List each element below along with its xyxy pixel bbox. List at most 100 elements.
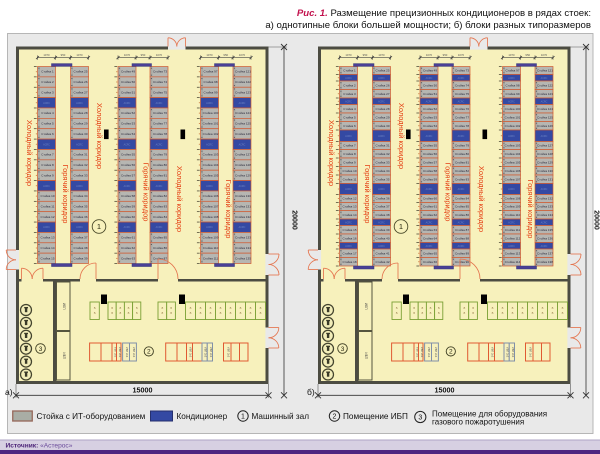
svg-text:Стойка 50: Стойка 50 (423, 83, 437, 87)
svg-text:б: б (230, 311, 232, 315)
svg-text:Стойка 123: Стойка 123 (537, 92, 553, 96)
svg-text:б: б (522, 311, 524, 315)
svg-text:Стойка 27: Стойка 27 (375, 92, 389, 96)
svg-text:Стойка 40: Стойка 40 (375, 236, 389, 240)
svg-text:ACRC: ACRC (345, 77, 352, 80)
svg-text:Стойка 38: Стойка 38 (375, 213, 389, 217)
svg-text:Стойка 109: Стойка 109 (203, 236, 219, 240)
svg-text:Стойка 78: Стойка 78 (153, 132, 167, 136)
svg-text:б: б (128, 306, 130, 310)
svg-text:Стойка 36: Стойка 36 (375, 197, 389, 201)
svg-text:б: б (396, 311, 398, 315)
svg-text:ACRC: ACRC (345, 100, 352, 103)
svg-text:Стойка 38: Стойка 38 (73, 246, 87, 250)
svg-text:ИБП 2x3: ИБП 2x3 (506, 347, 510, 358)
svg-text:Стойка 99: Стойка 99 (505, 92, 519, 96)
svg-text:1: 1 (97, 222, 101, 231)
svg-text:Стойка 3: Стойка 3 (41, 90, 54, 94)
svg-text:б: б (542, 306, 544, 310)
svg-text:Стойка 52: Стойка 52 (121, 111, 135, 115)
svg-text:1070: 1070 (124, 53, 131, 57)
svg-text:Стойка 60: Стойка 60 (423, 197, 437, 201)
svg-text:1070: 1070 (508, 53, 515, 57)
svg-text:б: б (463, 311, 465, 315)
svg-text:Стойка 28: Стойка 28 (73, 111, 87, 115)
svg-text:Стойка 82: Стойка 82 (455, 169, 469, 173)
svg-text:а): а) (5, 387, 13, 397)
svg-text:ACRC: ACRC (458, 188, 465, 191)
svg-text:Стойка 83: Стойка 83 (455, 177, 469, 181)
svg-text:Стойка 33: Стойка 33 (375, 160, 389, 164)
svg-text:Стойка 100: Стойка 100 (203, 111, 219, 115)
svg-text:б: б (502, 311, 504, 315)
svg-text:б: б (260, 306, 262, 310)
svg-text:ACRC: ACRC (458, 245, 465, 248)
svg-text:ACRC: ACRC (156, 226, 163, 229)
svg-text:б: б (119, 311, 121, 315)
svg-text:Машинный зал: Машинный зал (252, 412, 310, 421)
svg-text:Стойка 55: Стойка 55 (121, 153, 135, 157)
svg-text:Стойка 85: Стойка 85 (455, 205, 469, 209)
svg-text:б: б (250, 311, 252, 315)
svg-text:Стойка 36: Стойка 36 (73, 215, 87, 219)
svg-text:ACRC: ACRC (124, 185, 131, 188)
svg-text:Стойка 66: Стойка 66 (423, 260, 437, 264)
svg-text:б: б (240, 306, 242, 310)
svg-text:Стойка 58: Стойка 58 (121, 194, 135, 198)
svg-text:Стойка 128: Стойка 128 (235, 163, 251, 167)
svg-text:Стойка 53: Стойка 53 (423, 115, 437, 119)
svg-text:ACRC: ACRC (541, 135, 548, 138)
svg-text:950: 950 (223, 53, 228, 57)
svg-text:б): б) (307, 387, 315, 397)
svg-text:б: б (522, 306, 524, 310)
svg-text:б: б (472, 306, 474, 310)
svg-text:Стойка 99: Стойка 99 (203, 90, 217, 94)
svg-text:Стойка 124: Стойка 124 (235, 111, 251, 115)
svg-text:Стойка 108: Стойка 108 (203, 215, 219, 219)
svg-text:Стойка 131: Стойка 131 (235, 205, 251, 209)
svg-text:ACRC: ACRC (458, 135, 465, 138)
svg-text:б: б (161, 311, 163, 315)
svg-text:Стойка 56: Стойка 56 (121, 163, 135, 167)
svg-text:Стойка 106: Стойка 106 (505, 169, 521, 173)
svg-text:ACRC: ACRC (239, 143, 246, 146)
svg-text:ACRC: ACRC (508, 100, 515, 103)
svg-text:б: б (430, 306, 432, 310)
svg-text:Стойка 51: Стойка 51 (423, 92, 437, 96)
svg-text:Стойка 121: Стойка 121 (235, 70, 251, 74)
svg-text:ACRC: ACRC (378, 100, 385, 103)
svg-text:Стойка 54: Стойка 54 (423, 124, 437, 128)
svg-text:Стойка с ИТ-оборудованием: Стойка с ИТ-оборудованием (37, 412, 146, 421)
svg-text:1070: 1070 (458, 53, 465, 57)
svg-text:3: 3 (341, 346, 345, 353)
svg-text:Стойка 1: Стойка 1 (343, 69, 356, 73)
svg-text:Стойка 54: Стойка 54 (121, 132, 135, 136)
svg-text:ИБП 2x3: ИБП 2x3 (491, 347, 495, 358)
svg-text:Стойка 2: Стойка 2 (343, 83, 356, 87)
svg-text:Стойка 57: Стойка 57 (121, 173, 135, 177)
svg-text:б: б (463, 306, 465, 310)
svg-text:ACRC: ACRC (426, 221, 433, 224)
svg-text:Стойка 30: Стойка 30 (73, 132, 87, 136)
svg-text:б: б (421, 311, 423, 315)
svg-text:Стойка 110: Стойка 110 (203, 246, 219, 250)
svg-text:Стойка 111: Стойка 111 (203, 256, 219, 260)
svg-text:Стойка 114: Стойка 114 (505, 260, 521, 264)
svg-text:б: б (170, 306, 172, 310)
svg-text:Стойка 79: Стойка 79 (455, 144, 469, 148)
svg-text:Стойка 32: Стойка 32 (73, 163, 87, 167)
svg-text:Стойка 73: Стойка 73 (153, 70, 167, 74)
svg-text:ACRC: ACRC (541, 245, 548, 248)
svg-text:б: б (210, 311, 212, 315)
svg-text:Стойка 37: Стойка 37 (73, 236, 87, 240)
svg-text:ACRC: ACRC (76, 143, 83, 146)
svg-text:б: б (220, 311, 222, 315)
svg-text:Стойка 17: Стойка 17 (342, 251, 356, 255)
svg-text:ИБП 2x3: ИБП 2x3 (511, 347, 515, 358)
svg-text:Стойка 63: Стойка 63 (121, 256, 135, 260)
svg-text:Стойка 11: Стойка 11 (41, 205, 55, 209)
svg-text:Стойка 42: Стойка 42 (375, 260, 389, 264)
svg-text:Стойка 102: Стойка 102 (203, 132, 219, 136)
svg-text:Стойка 122: Стойка 122 (537, 83, 553, 87)
svg-text:б: б (413, 311, 415, 315)
